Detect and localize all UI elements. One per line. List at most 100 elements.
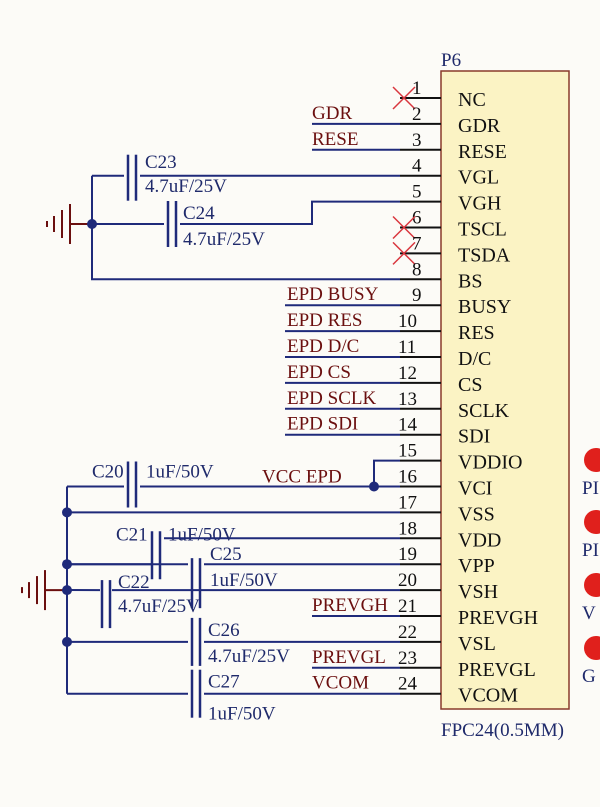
pin-name: SDI — [458, 426, 490, 448]
capacitor-ref: C21 — [116, 524, 148, 545]
junction-dot — [62, 636, 72, 647]
wires — [66, 174, 400, 695]
net-label: RESE — [312, 129, 358, 150]
pin-name: TSCL — [458, 219, 507, 241]
pin-name: VSH — [458, 581, 498, 603]
capacitor: C20 1uF/50V — [92, 461, 214, 508]
pin-name: VPP — [458, 555, 495, 577]
connector-pins: 1NC2GDR3RESE4VGL5VGH6TSCL7TSDA8BS9BUSY10… — [392, 78, 538, 707]
ground-icon — [21, 570, 67, 611]
pin-number: 1 — [412, 78, 422, 99]
pin-number: 2 — [412, 104, 422, 125]
pin-name: VSS — [458, 503, 495, 525]
pin-name: BUSY — [458, 296, 511, 318]
pin-number: 7 — [412, 233, 422, 254]
pin-number: 23 — [398, 648, 417, 669]
pin-name: VGL — [458, 167, 499, 189]
junction-dot — [62, 507, 72, 518]
no-connect-marker — [392, 86, 416, 110]
net-label: EPD SCLK — [287, 388, 376, 409]
capacitor-ref: C27 — [208, 672, 240, 693]
capacitor-ref: C22 — [118, 572, 150, 593]
pin-number: 10 — [398, 311, 417, 332]
pin-number: 20 — [398, 570, 417, 591]
pin-number: 12 — [398, 363, 417, 384]
net-label-vcc-epd: VCC EPD — [262, 467, 342, 488]
pin-number: 14 — [398, 415, 418, 436]
pin-name: NC — [458, 89, 486, 111]
capacitor: C24 4.7uF/25V — [166, 201, 265, 250]
test-point-label: PI — [582, 478, 599, 499]
net-label: EPD BUSY — [287, 284, 379, 305]
capacitor-value: 1uF/50V — [208, 704, 276, 725]
test-point-icon — [584, 573, 600, 597]
capacitor-value: 1uF/50V — [146, 462, 214, 483]
test-point-label: V — [582, 603, 596, 624]
capacitor-ref: C23 — [145, 152, 177, 173]
pin-number: 9 — [412, 285, 422, 306]
pin-name: VCOM — [458, 685, 518, 707]
pin-name: VDDIO — [458, 452, 522, 474]
ground-icon — [46, 204, 92, 244]
pin-number: 18 — [398, 518, 417, 539]
test-point-icon — [584, 448, 600, 472]
capacitor-value: 1uF/50V — [210, 570, 278, 591]
pin-name: RES — [458, 322, 495, 344]
wire-bs-gnd — [91, 175, 400, 281]
wire-vgh — [180, 200, 400, 225]
pin-number: 11 — [398, 337, 416, 358]
capacitor-value: 4.7uF/25V — [208, 646, 290, 667]
net-label: VCOM — [312, 673, 369, 694]
no-connect-marker — [392, 241, 416, 265]
net-label: EPD SDI — [287, 414, 358, 435]
pin-name: RESE — [458, 141, 507, 163]
net-label: PREVGH — [312, 595, 388, 616]
capacitor-value: 4.7uF/25V — [145, 176, 227, 197]
pin-number: 5 — [412, 182, 422, 203]
connector-body — [440, 70, 570, 710]
pin-number: 19 — [398, 544, 417, 565]
net-label: EPD CS — [287, 362, 351, 383]
capacitor-value: 4.7uF/25V — [183, 229, 265, 250]
junctions — [62, 219, 379, 647]
junction-dot — [369, 481, 379, 492]
pin-number: 17 — [398, 492, 417, 513]
no-connect-marker — [392, 215, 416, 240]
pin-name: BS — [458, 270, 482, 292]
net-label: EPD RES — [287, 310, 363, 331]
pin-name: PREVGL — [458, 659, 536, 681]
connector-designator: P6 — [441, 50, 461, 71]
pin-number: 16 — [398, 467, 417, 488]
pin-number: 22 — [398, 622, 417, 643]
pin-number: 21 — [398, 596, 417, 617]
pin-name: TSDA — [458, 244, 511, 266]
wire-vddio — [373, 459, 400, 487]
capacitor-ref: C24 — [183, 203, 215, 224]
grounds — [21, 204, 92, 611]
pin-name: D/C — [458, 348, 491, 370]
pin-number: 4 — [412, 156, 422, 177]
capacitor-value: 4.7uF/25V — [118, 596, 200, 617]
pin-name: SCLK — [458, 400, 510, 422]
pin-name: VGH — [458, 193, 501, 215]
pin-name: GDR — [458, 115, 501, 137]
test-point-label: PI — [582, 540, 599, 561]
capacitor: C27 1uF/50V — [190, 669, 276, 725]
test-point-icon — [584, 510, 600, 534]
pin-number: 24 — [398, 674, 418, 695]
pin-number: 15 — [398, 441, 417, 462]
capacitor: C23 4.7uF/25V — [126, 152, 227, 201]
pin-number: 13 — [398, 389, 417, 410]
pin-number: 3 — [412, 130, 422, 151]
junction-dot — [87, 219, 97, 229]
pin-name: VDD — [458, 529, 501, 551]
capacitor-ref: C20 — [92, 462, 124, 483]
net-label: PREVGL — [312, 647, 386, 668]
pin-number: 6 — [412, 208, 422, 229]
pin-name: VCI — [458, 478, 492, 500]
